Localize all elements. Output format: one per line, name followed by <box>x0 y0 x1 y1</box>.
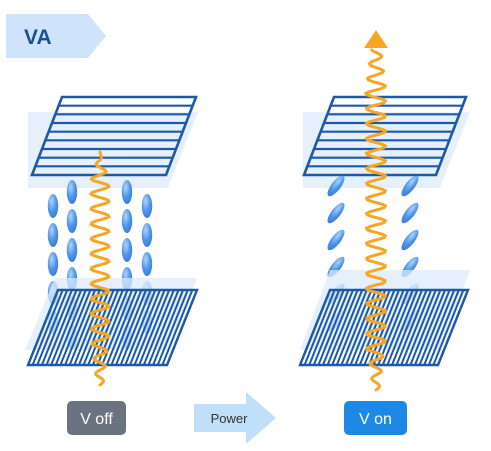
power-label: Power <box>211 411 249 426</box>
liquid-crystal <box>401 202 419 224</box>
liquid-crystal <box>401 175 419 197</box>
liquid-crystal <box>141 223 153 247</box>
va-header-tag: VA <box>6 14 106 58</box>
top-polarizer-off <box>28 95 198 188</box>
liquid-crystal <box>47 252 59 276</box>
liquid-crystal <box>141 194 153 218</box>
arrow-right-icon <box>194 392 276 444</box>
top-polarizer-on <box>302 95 470 188</box>
liquid-crystal <box>47 223 59 247</box>
liquid-crystal <box>327 175 345 197</box>
liquid-crystal <box>141 252 153 276</box>
bottom-polarizer-on <box>298 270 470 367</box>
liquid-crystal <box>66 209 78 233</box>
liquid-crystal <box>121 238 133 262</box>
bottom-polarizer-off <box>25 278 199 367</box>
liquid-crystal <box>47 194 59 218</box>
panel-voltage-on <box>298 30 470 392</box>
badge-voltage-on: V on <box>344 401 407 435</box>
va-title: VA <box>24 26 52 49</box>
arrow-up-icon <box>364 30 388 48</box>
light-wave-off <box>89 150 112 387</box>
panel-voltage-off <box>25 95 199 387</box>
liquid-crystal <box>121 180 133 204</box>
liquid-crystal <box>327 229 345 251</box>
badge-voltage-off: V off <box>67 401 126 435</box>
liquid-crystal <box>327 202 345 224</box>
power-arrow: Power <box>194 392 276 444</box>
liquid-crystal <box>66 238 78 262</box>
light-wave-on <box>363 48 388 392</box>
badge-on-label: V on <box>359 411 392 428</box>
liquid-crystal <box>66 180 78 204</box>
liquid-crystal <box>401 229 419 251</box>
liquid-crystal <box>121 209 133 233</box>
badge-off-label: V off <box>80 411 113 428</box>
